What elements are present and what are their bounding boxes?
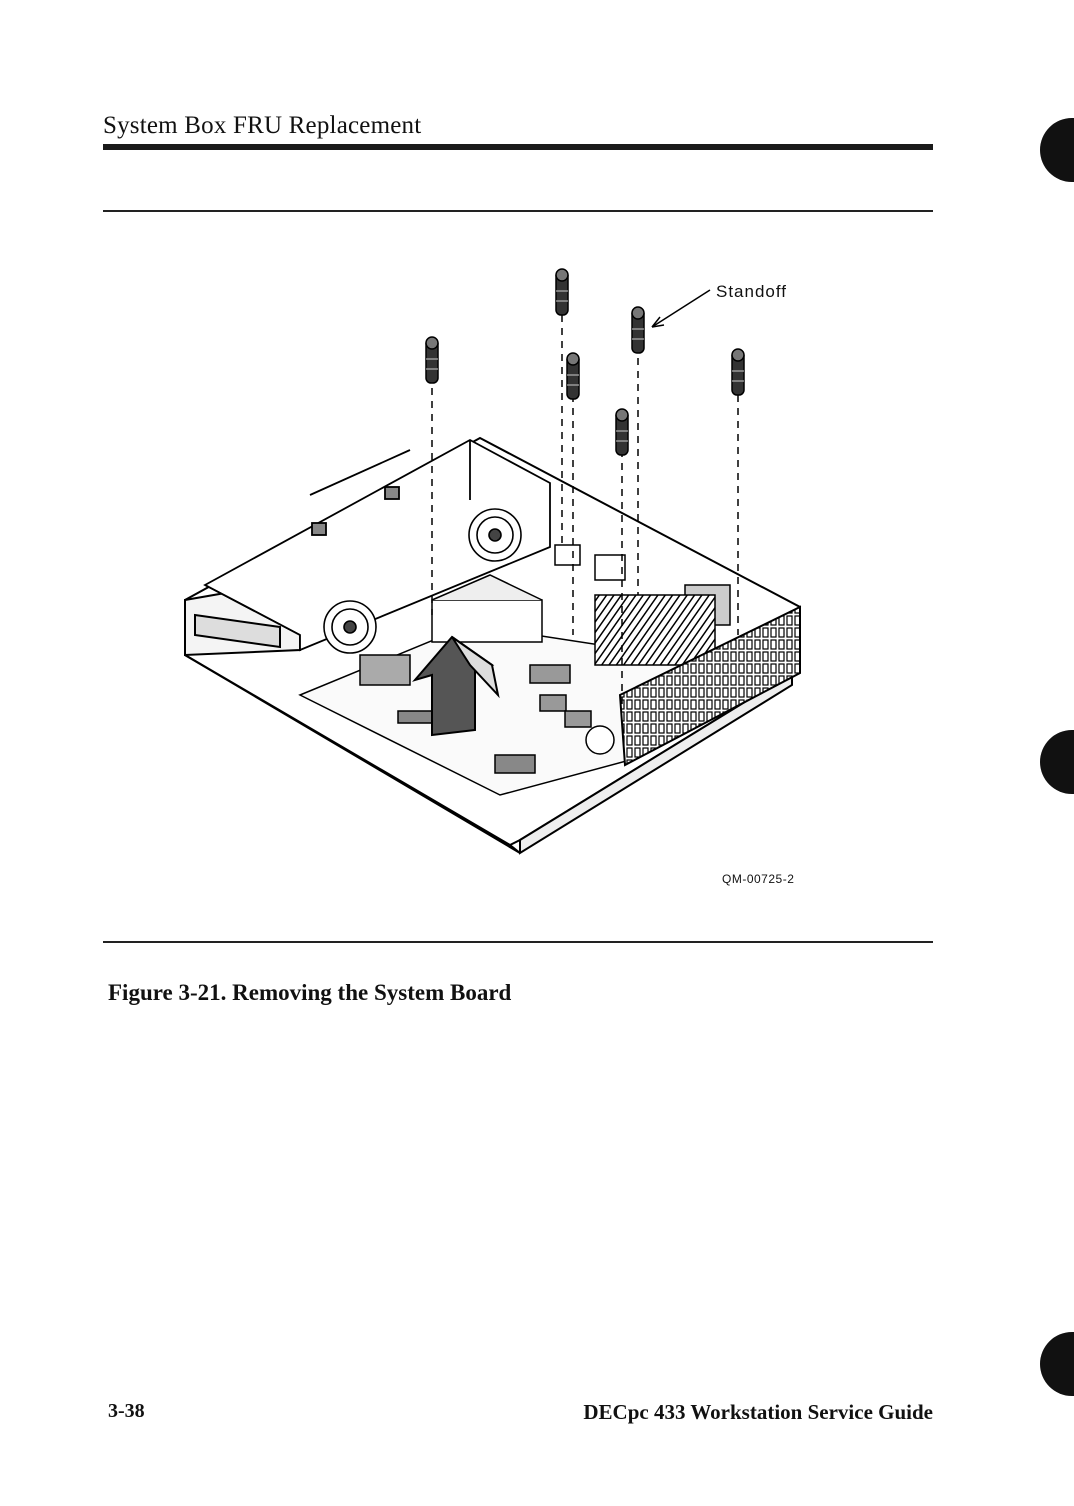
callout-leader [652, 290, 710, 327]
figure-bottom-rule [103, 941, 933, 943]
standoff-callout-label: Standoff [716, 282, 787, 302]
figure-id: QM-00725-2 [722, 872, 794, 886]
thumb-tab-marker [1040, 1332, 1074, 1396]
header-rule [103, 144, 933, 150]
figure-top-rule [103, 210, 933, 212]
page-number: 3-38 [108, 1400, 145, 1423]
thumb-tab-marker [1040, 730, 1074, 794]
page-header-title: System Box FRU Replacement [103, 112, 421, 140]
guide-title: DECpc 433 Workstation Service Guide [583, 1400, 933, 1425]
system-board-illustration [170, 255, 850, 855]
thumb-tab-marker [1040, 118, 1074, 182]
figure-caption: Figure 3-21. Removing the System Board [108, 980, 511, 1006]
standoff-icon [426, 269, 744, 455]
